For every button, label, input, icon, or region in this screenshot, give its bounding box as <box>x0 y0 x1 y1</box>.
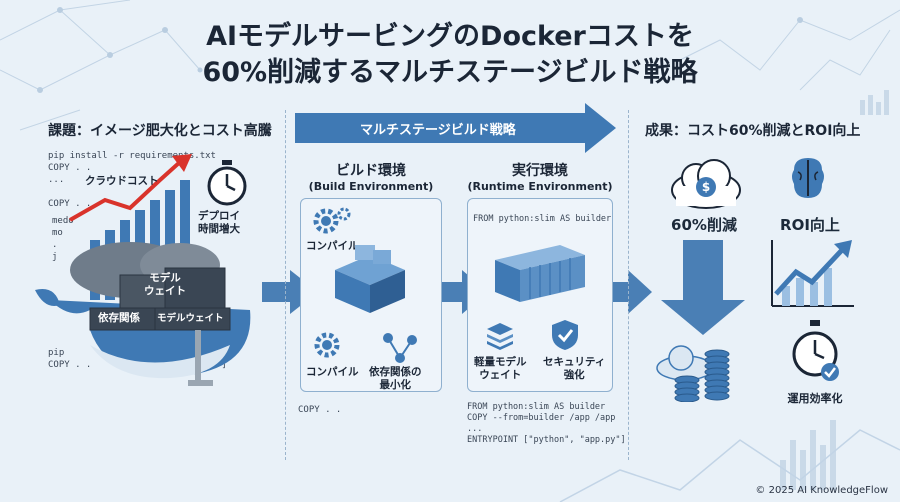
build-copy-code: COPY . . <box>298 405 342 415</box>
ops-efficiency-label: 運用効率化 <box>787 392 843 405</box>
result-heading: 成果：コスト60%削減とROI向上 <box>645 123 861 139</box>
divider-right <box>628 110 629 460</box>
model-weight-box2-label: モデルウェイト <box>157 313 224 324</box>
brain-icon <box>792 158 824 198</box>
runtime-bottom-code: FROM python:slim AS builder COPY --from=… <box>467 402 626 445</box>
build-env-title: ビルド環境 <box>336 163 406 179</box>
cost-cloud-icon: $ <box>671 159 741 209</box>
cost-cut-label: 60%削減 <box>671 216 737 234</box>
deps-min-label: 依存関係の 最小化 <box>369 366 422 391</box>
efficiency-stopwatch-icon <box>792 320 839 381</box>
title-line-1: AIモデルサービングのDockerコストを <box>206 21 694 52</box>
model-weight-box-label: モデル ウェイト <box>144 272 186 297</box>
down-arrow <box>661 240 745 335</box>
runtime-from-code: FROM python:slim AS builder <box>473 214 612 224</box>
deploy-time-label: デプロイ 時間増大 <box>198 210 240 235</box>
compile-label-2: コンパイル <box>306 366 359 378</box>
layers-icon <box>487 323 513 350</box>
docker-whale-illustration <box>35 154 251 386</box>
runtime-env-subtitle: (Runtime Environment) <box>467 180 613 193</box>
shipping-container-icon <box>495 245 585 302</box>
coins-cloud-icon <box>656 345 730 402</box>
container-cube-icon <box>335 245 405 313</box>
runtime-env-title: 実行環境 <box>512 163 568 179</box>
flow-arrow-3 <box>608 270 652 314</box>
flow-arrow-2 <box>440 270 488 314</box>
dependencies-box-label: 依存関係 <box>98 312 140 324</box>
copyright: © 2025 AI KnowledgeFlow <box>755 485 888 496</box>
cloud-cost-label: クラウドコスト <box>85 175 159 187</box>
shield-icon <box>552 320 578 350</box>
strategy-banner: マルチステージビルド戦略 <box>360 123 516 138</box>
svg-text:$: $ <box>702 180 710 194</box>
problem-heading: 課題：イメージ肥大化とコスト高騰 <box>48 123 272 139</box>
gear-icon <box>313 207 351 234</box>
divider-left <box>285 110 286 460</box>
growth-chart-icon <box>771 240 854 307</box>
roi-label: ROI向上 <box>780 216 840 234</box>
build-env-subtitle: (Build Environment) <box>308 180 434 193</box>
compile-label-1: コンパイル <box>306 240 359 252</box>
dependency-graph-icon <box>383 333 417 363</box>
security-label: セキュリティ 強化 <box>543 356 606 381</box>
light-model-label: 軽量モデル ウェイト <box>474 356 527 381</box>
code-snippet-mid: medo mo . j <box>52 216 74 262</box>
title-line-2: 60%削減するマルチステージビルド戦略 <box>202 57 698 88</box>
stopwatch-icon <box>207 160 247 206</box>
gear-icon-2 <box>314 332 340 358</box>
